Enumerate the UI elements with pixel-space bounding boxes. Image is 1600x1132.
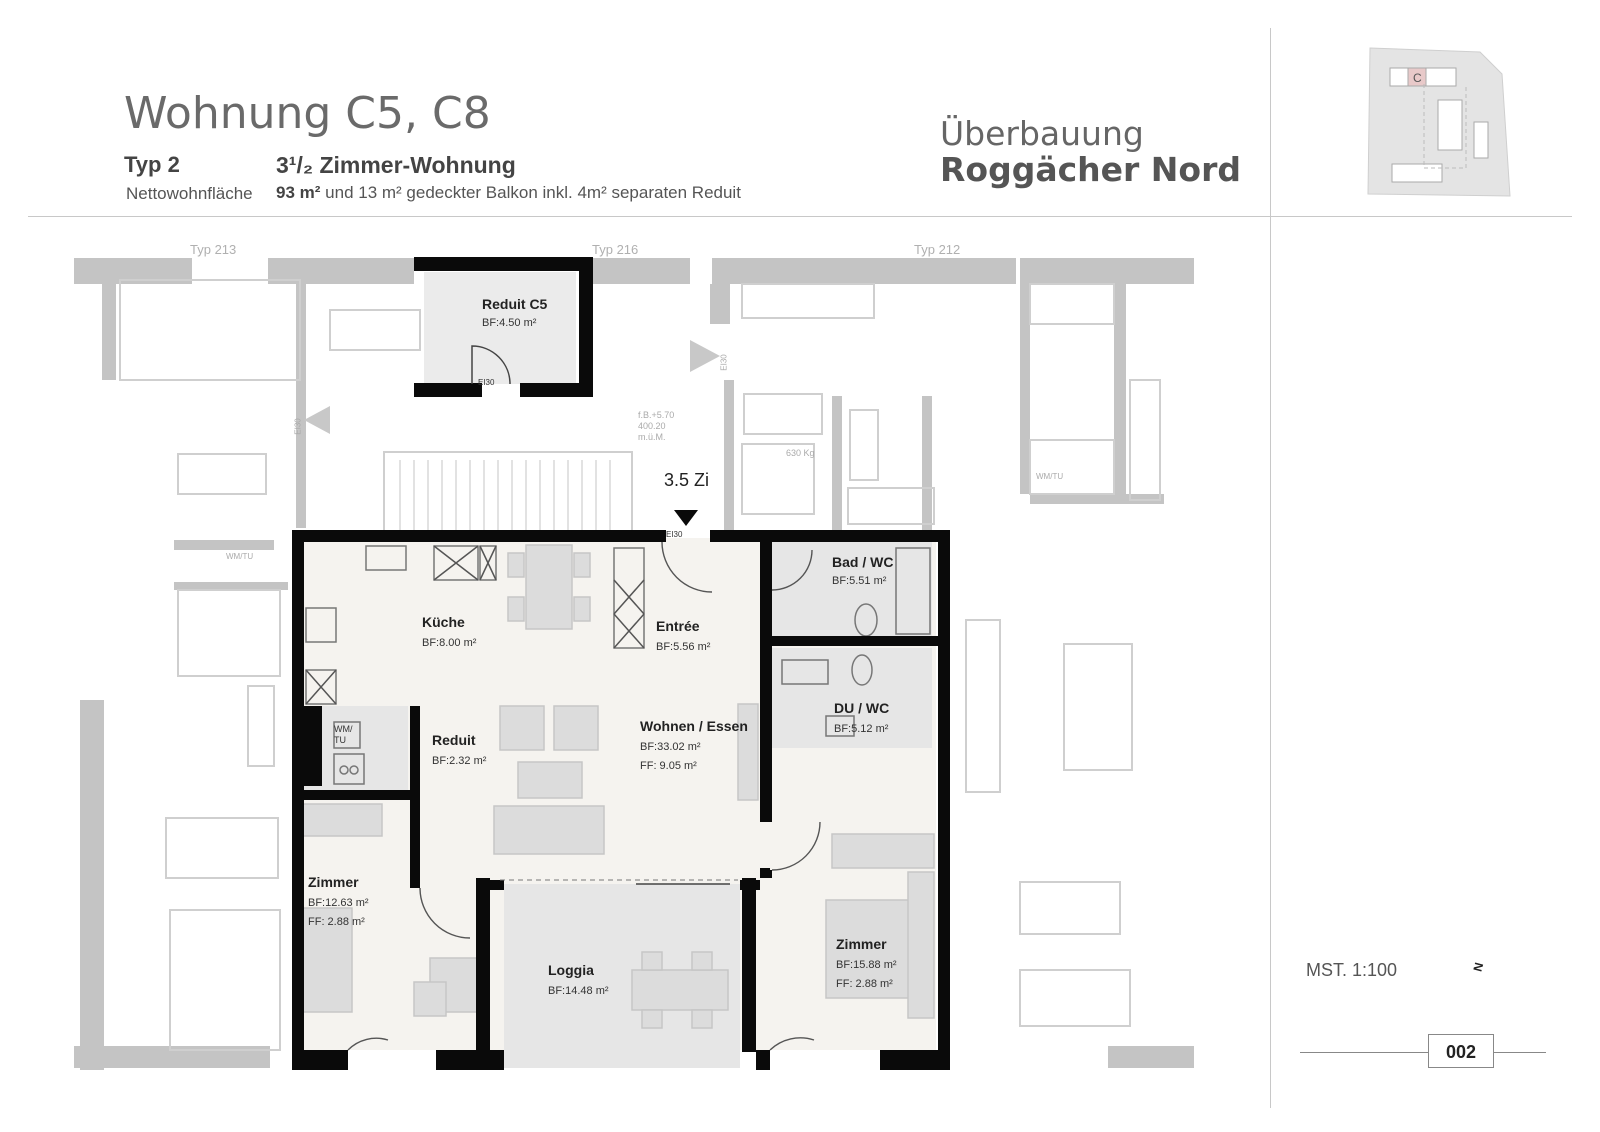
site-plan: C (1367, 47, 1511, 197)
room-area-reduit: BF:2.32 m² (432, 755, 487, 767)
wm-label-left: WM/TU (226, 552, 254, 561)
apartment-furniture (301, 544, 935, 1029)
reduit-c5-floor (424, 272, 576, 384)
neighbor-furniture (119, 279, 1161, 1051)
scale-label: MST. 1:100 (1306, 960, 1398, 980)
room-area-loggia: BF:14.48 m² (548, 985, 609, 997)
floor-plan (74, 257, 1194, 1070)
door-label-neighbor-1: EI30 (293, 418, 303, 435)
room-name-entree: Entrée (656, 618, 700, 634)
room-name-zimmer-right: Zimmer (836, 936, 887, 952)
door-label-neighbor-2: EI30 (719, 354, 729, 371)
site-plan-marker: C (1413, 71, 1422, 85)
elevation-note-2: 400.20 (638, 421, 666, 431)
neighbor-label-1: Typ 213 (190, 242, 237, 257)
neighbor-arrow-right (690, 340, 720, 372)
room-area-zimmer-left-ff: FF: 2.88 m² (308, 916, 365, 928)
page-line (1300, 1052, 1546, 1053)
page-number: 002 (1428, 1034, 1494, 1068)
neighbor-stairs (399, 460, 611, 530)
page-title: Wohnung C5, C8 (124, 88, 491, 139)
neighbor-arrow-left (304, 406, 330, 434)
room-name-reduit-c5: Reduit C5 (482, 296, 548, 312)
room-name-du-wc: DU / WC (834, 700, 890, 716)
room-name-kueche: Küche (422, 614, 465, 630)
room-name-bad-wc: Bad / WC (832, 554, 894, 570)
apartment-walls (292, 530, 950, 1070)
header-divider (28, 216, 1572, 217)
room-name-reduit: Reduit (432, 732, 476, 748)
net-area-text: und 13 m² gedeckter Balkon inkl. 4m² sep… (325, 183, 741, 202)
room-area-zimmer-right-bf: BF:15.88 m² (836, 959, 897, 971)
kitchen-fixtures (305, 545, 931, 785)
net-area-label: Nettowohnfläche (126, 184, 253, 203)
brand-line-2: Roggächer Nord (940, 150, 1241, 189)
north-label: N (1470, 961, 1487, 973)
entrance-marker (674, 510, 698, 526)
wm-label-right: WM/TU (1036, 472, 1064, 481)
wm-label-apartment: WM/ TU (334, 724, 353, 745)
door-swings (347, 541, 821, 1051)
room-area-wohnen-essen-ff: FF: 9.05 m² (640, 760, 697, 772)
brand-line-1: Überbauung (940, 114, 1144, 153)
reduit-c5-door (471, 345, 511, 385)
elevation-note-3: m.ü.M. (638, 432, 666, 442)
room-area-du-wc: BF:5.12 m² (834, 723, 889, 735)
neighbor-walls (74, 258, 1194, 1070)
lift-label: 630 Kg (786, 448, 815, 458)
reduit-c5-walls (414, 257, 593, 397)
room-name-wohnen-essen: Wohnen / Essen (640, 718, 748, 734)
kitchen-crosses (305, 545, 645, 705)
apartment-type: Typ 2 (124, 152, 180, 177)
net-area-value: 93 m² (276, 183, 321, 202)
elevation-note: f.B.+5.70 400.20 m.ü.M. (638, 410, 674, 443)
room-area-wohnen-essen-bf: BF:33.02 m² (640, 741, 701, 753)
room-area-zimmer-right-ff: FF: 2.88 m² (836, 978, 893, 990)
door-label-entrance: EI30 (666, 530, 683, 539)
room-area-reduit-c5: BF:4.50 m² (482, 317, 537, 329)
room-area-kueche: BF:8.00 m² (422, 637, 477, 649)
neighbor-label-2: Typ 216 (592, 242, 639, 257)
elevation-note-1: f.B.+5.70 (638, 410, 675, 420)
room-area-bad-wc: BF:5.51 m² (832, 575, 887, 587)
neighbor-label-3: Typ 212 (914, 242, 961, 257)
rooms-label: 3¹/₂ Zimmer-Wohnung (276, 152, 516, 179)
room-name-zimmer-left: Zimmer (308, 874, 359, 890)
room-name-loggia: Loggia (548, 962, 594, 978)
room-area-zimmer-left-bf: BF:12.63 m² (308, 897, 369, 909)
net-area-line: 93 m² und 13 m² gedeckter Balkon inkl. 4… (276, 183, 741, 203)
room-area-entree: BF:5.56 m² (656, 641, 711, 653)
door-label-reduit: EI30 (478, 378, 495, 387)
sidebar-divider (1270, 28, 1271, 1108)
unit-label: 3.5 Zi (664, 470, 710, 490)
rooms-label-text: 3¹/₂ Zimmer-Wohnung (276, 152, 516, 178)
